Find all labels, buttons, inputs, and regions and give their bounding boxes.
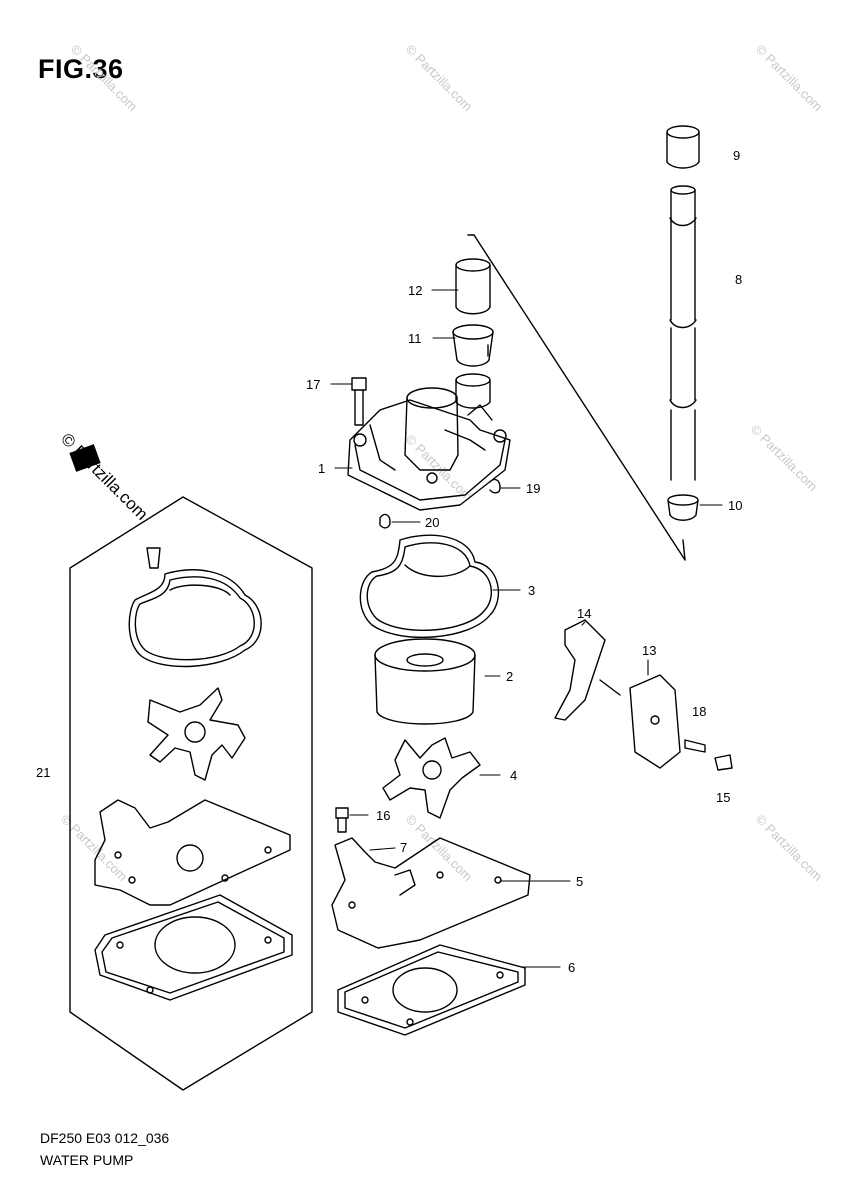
watermark-text: © Partzilla.com: [68, 42, 141, 115]
pump-case-part-1: [347, 387, 511, 511]
figure-code: DF250 E03 012_036: [40, 1130, 170, 1146]
callout-20: 20: [425, 515, 439, 530]
callout-17: 17: [306, 377, 320, 392]
cap-part-9: [666, 125, 700, 169]
callout-6: 6: [568, 960, 575, 975]
callout-7: 7: [400, 840, 407, 855]
liner-part-2: [374, 638, 476, 725]
figure-title: FIG.36: [38, 54, 124, 84]
cover-part-13: [629, 674, 681, 769]
callout-2: 2: [506, 669, 513, 684]
callout-1: 1: [318, 461, 325, 476]
watermark-text: © Partzilla.com: [403, 42, 476, 115]
callout-19: 19: [526, 481, 540, 496]
nut-part-15: [714, 754, 733, 771]
callout-21: 21: [36, 765, 50, 780]
kit-clip: [146, 547, 161, 569]
callout-16: 16: [376, 808, 390, 823]
seal-under-grommet: [455, 373, 491, 409]
bracket-part-14: [554, 619, 621, 721]
kit-outline-21: [69, 496, 313, 1091]
kit-gasket-lower: [94, 894, 293, 1001]
watermark-text: © Partzilla.com: [748, 422, 821, 495]
watermark-text: © Partzilla.com: [403, 432, 476, 505]
callout-9: 9: [733, 148, 740, 163]
seal-ring-part-3: [359, 534, 500, 639]
pin-part-19: [489, 478, 501, 494]
bolt-part-16: [335, 807, 349, 833]
callout-10: 10: [728, 498, 742, 513]
plate-part-7: [331, 837, 531, 949]
grommet-part-11: [452, 324, 494, 367]
callout-4: 4: [510, 768, 517, 783]
callout-8: 8: [735, 272, 742, 287]
figure-name: WATER PUMP: [40, 1152, 134, 1168]
watermark-group: © Partzilla.com © Partzilla.com © Partzi…: [57, 42, 825, 885]
watermark-logo-mark: [69, 444, 101, 472]
callout-13: 13: [642, 643, 656, 658]
kit-impeller: [147, 687, 246, 781]
grommet-part-10: [667, 494, 699, 521]
gasket-part-6: [337, 944, 526, 1036]
pipe-part-8: [669, 185, 697, 481]
callout-15: 15: [716, 790, 730, 805]
watermark-text: © Partzilla.com: [753, 812, 826, 885]
callout-14: 14: [577, 606, 591, 621]
assembly-guideline: [473, 234, 686, 561]
watermark-logo: © Partzilla.com: [57, 429, 151, 523]
callout-3: 3: [528, 583, 535, 598]
watermark-text: © Partzilla.com: [58, 812, 131, 885]
screw-part-18: [684, 739, 706, 753]
callout-11: 11: [408, 331, 422, 346]
sleeve-part-12: [455, 258, 491, 315]
kit-gasket-upper: [94, 799, 291, 906]
leader-lines: [330, 289, 723, 968]
callout-5: 5: [576, 874, 583, 889]
watermark-text: © Partzilla.com: [753, 42, 826, 115]
kit-seal-ring: [128, 569, 262, 668]
key-part-20: [379, 513, 391, 529]
callouts: 1 2 3 4 5 6 7 8 9 10 11 12 13 14 15 16 1…: [36, 148, 742, 975]
callout-12: 12: [408, 283, 422, 298]
callout-18: 18: [692, 704, 706, 719]
bolt-part-17: [351, 377, 367, 426]
impeller-part-4: [382, 737, 481, 819]
